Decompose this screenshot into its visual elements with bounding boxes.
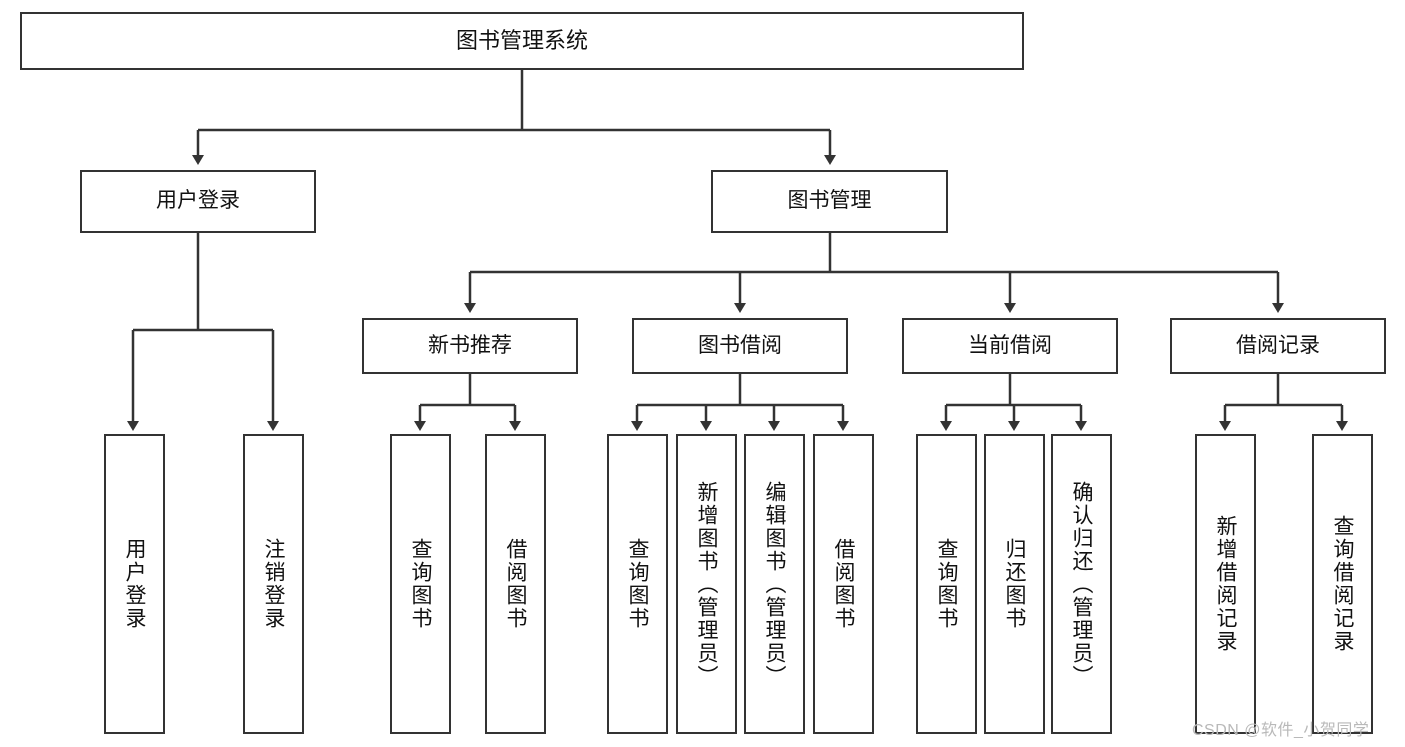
node-new-book-recommend[interactable]: 新书推荐 — [362, 318, 578, 374]
leaf-user-login-login[interactable]: 用户登录 — [104, 434, 165, 734]
leaf-book-borrow-query-book[interactable]: 查询图书 — [607, 434, 668, 734]
node-label: 新书推荐 — [428, 333, 512, 357]
leaf-borrow-record-query-record[interactable]: 查询借阅记录 — [1312, 434, 1373, 734]
node-label: 图书管理 — [787, 189, 872, 213]
watermark-csdn: CSDN @软件_小贺同学 — [1192, 722, 1370, 739]
node-label: 用户登录 — [123, 538, 146, 630]
node-book-management[interactable]: 图书管理 — [711, 170, 948, 233]
node-label: 查询图书 — [935, 538, 958, 630]
node-label: 用户登录 — [156, 189, 240, 213]
node-label: 新增借阅记录 — [1214, 515, 1237, 653]
node-label: 查询借阅记录 — [1331, 515, 1354, 653]
node-label: 归还图书 — [1003, 538, 1026, 630]
leaf-book-borrow-borrow-book[interactable]: 借阅图书 — [813, 434, 874, 734]
leaf-current-borrow-query-book[interactable]: 查询图书 — [916, 434, 977, 734]
node-book-borrow[interactable]: 图书借阅 — [632, 318, 848, 374]
node-root-book-management-system[interactable]: 图书管理系统 — [20, 12, 1024, 70]
node-label: 借阅图书 — [832, 538, 855, 630]
node-borrow-record[interactable]: 借阅记录 — [1170, 318, 1386, 374]
node-label: 确认归还（管理员） — [1070, 480, 1093, 688]
node-label: 借阅记录 — [1236, 333, 1320, 357]
leaf-borrow-record-add-record[interactable]: 新增借阅记录 — [1195, 434, 1256, 734]
leaf-new-book-borrow-book[interactable]: 借阅图书 — [485, 434, 546, 734]
node-label: 新增图书（管理员） — [695, 480, 718, 688]
node-label: 图书管理系统 — [455, 28, 588, 54]
node-label: 当前借阅 — [968, 333, 1052, 357]
leaf-book-borrow-add-book-admin[interactable]: 新增图书（管理员） — [676, 434, 737, 734]
leaf-current-borrow-return-book[interactable]: 归还图书 — [984, 434, 1045, 734]
node-user-login[interactable]: 用户登录 — [80, 170, 316, 233]
node-label: 查询图书 — [409, 538, 432, 630]
node-label: 编辑图书（管理员） — [763, 480, 786, 688]
leaf-current-borrow-confirm-return-admin[interactable]: 确认归还（管理员） — [1051, 434, 1112, 734]
node-current-borrow[interactable]: 当前借阅 — [902, 318, 1118, 374]
node-label: 注销登录 — [262, 538, 285, 630]
leaf-book-borrow-edit-book-admin[interactable]: 编辑图书（管理员） — [744, 434, 805, 734]
node-label: 查询图书 — [626, 538, 649, 630]
leaf-new-book-query-book[interactable]: 查询图书 — [390, 434, 451, 734]
node-label: 借阅图书 — [504, 538, 527, 630]
node-label: 图书借阅 — [698, 333, 782, 357]
leaf-user-login-logout[interactable]: 注销登录 — [243, 434, 304, 734]
